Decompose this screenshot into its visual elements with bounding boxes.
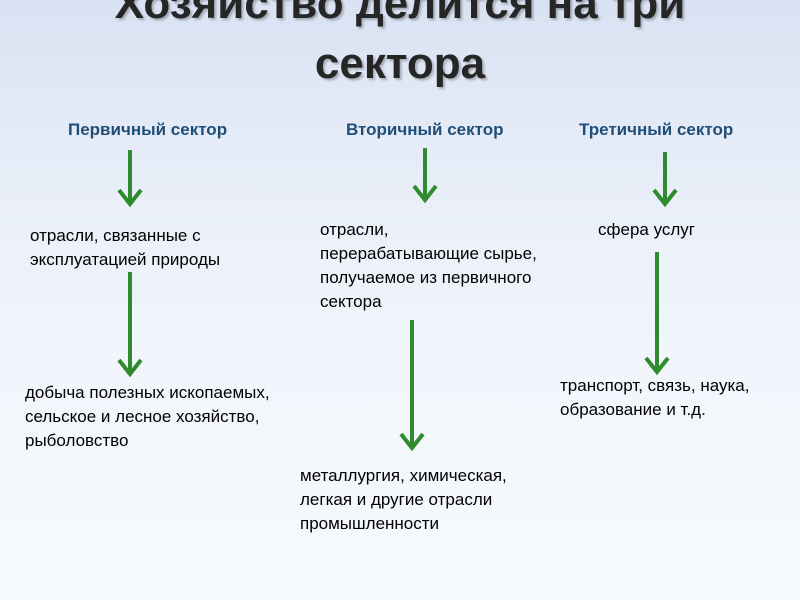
primary-level1-text: отрасли, связанные с эксплуатацией приро… bbox=[30, 224, 220, 272]
text-line: отрасли, bbox=[320, 220, 389, 239]
text-line: отрасли, связанные с bbox=[30, 226, 201, 245]
arrow-down-icon bbox=[412, 148, 438, 204]
text-line: легкая и другие отрасли bbox=[300, 490, 493, 509]
primary-level2-text: добыча полезных ископаемых, сельское и л… bbox=[25, 381, 270, 453]
tertiary-level2-text: транспорт, связь, наука, образование и т… bbox=[560, 374, 749, 422]
page-title-line-1: Хозяйство делится на три bbox=[114, 0, 686, 28]
arrow-down-icon bbox=[652, 152, 678, 208]
secondary-level1-text: отрасли, перерабатывающие сырье, получае… bbox=[320, 218, 537, 314]
secondary-level2-text: металлургия, химическая, легкая и другие… bbox=[300, 464, 507, 536]
text-line: добыча полезных ископаемых, bbox=[25, 383, 270, 402]
arrow-down-icon bbox=[117, 150, 143, 208]
page-title-line-2: сектора bbox=[314, 39, 486, 88]
text-line: сельское и лесное хозяйство, bbox=[25, 407, 260, 426]
sector-heading-tertiary: Третичный сектор bbox=[579, 120, 734, 139]
text-line: транспорт, связь, наука, bbox=[560, 376, 750, 395]
sector-heading-primary: Первичный сектор bbox=[68, 120, 228, 139]
text-line: перерабатывающие сырье, bbox=[320, 244, 537, 263]
text-line: рыболовство bbox=[25, 431, 129, 450]
arrow-down-icon bbox=[644, 252, 670, 376]
arrow-down-icon bbox=[117, 272, 143, 378]
text-line: эксплуатацией природы bbox=[30, 250, 221, 269]
text-line: получаемое из первичного bbox=[320, 268, 532, 287]
arrow-down-icon bbox=[399, 320, 425, 452]
tertiary-level1-text: сфера услуг bbox=[598, 218, 695, 242]
text-line: сектора bbox=[320, 292, 382, 311]
text-line: металлургия, химическая, bbox=[300, 466, 507, 485]
sector-heading-secondary: Вторичный сектор bbox=[346, 120, 504, 139]
text-line: сфера услуг bbox=[598, 220, 696, 239]
text-line: образование и т.д. bbox=[560, 400, 706, 419]
text-line: промышленности bbox=[300, 514, 440, 533]
